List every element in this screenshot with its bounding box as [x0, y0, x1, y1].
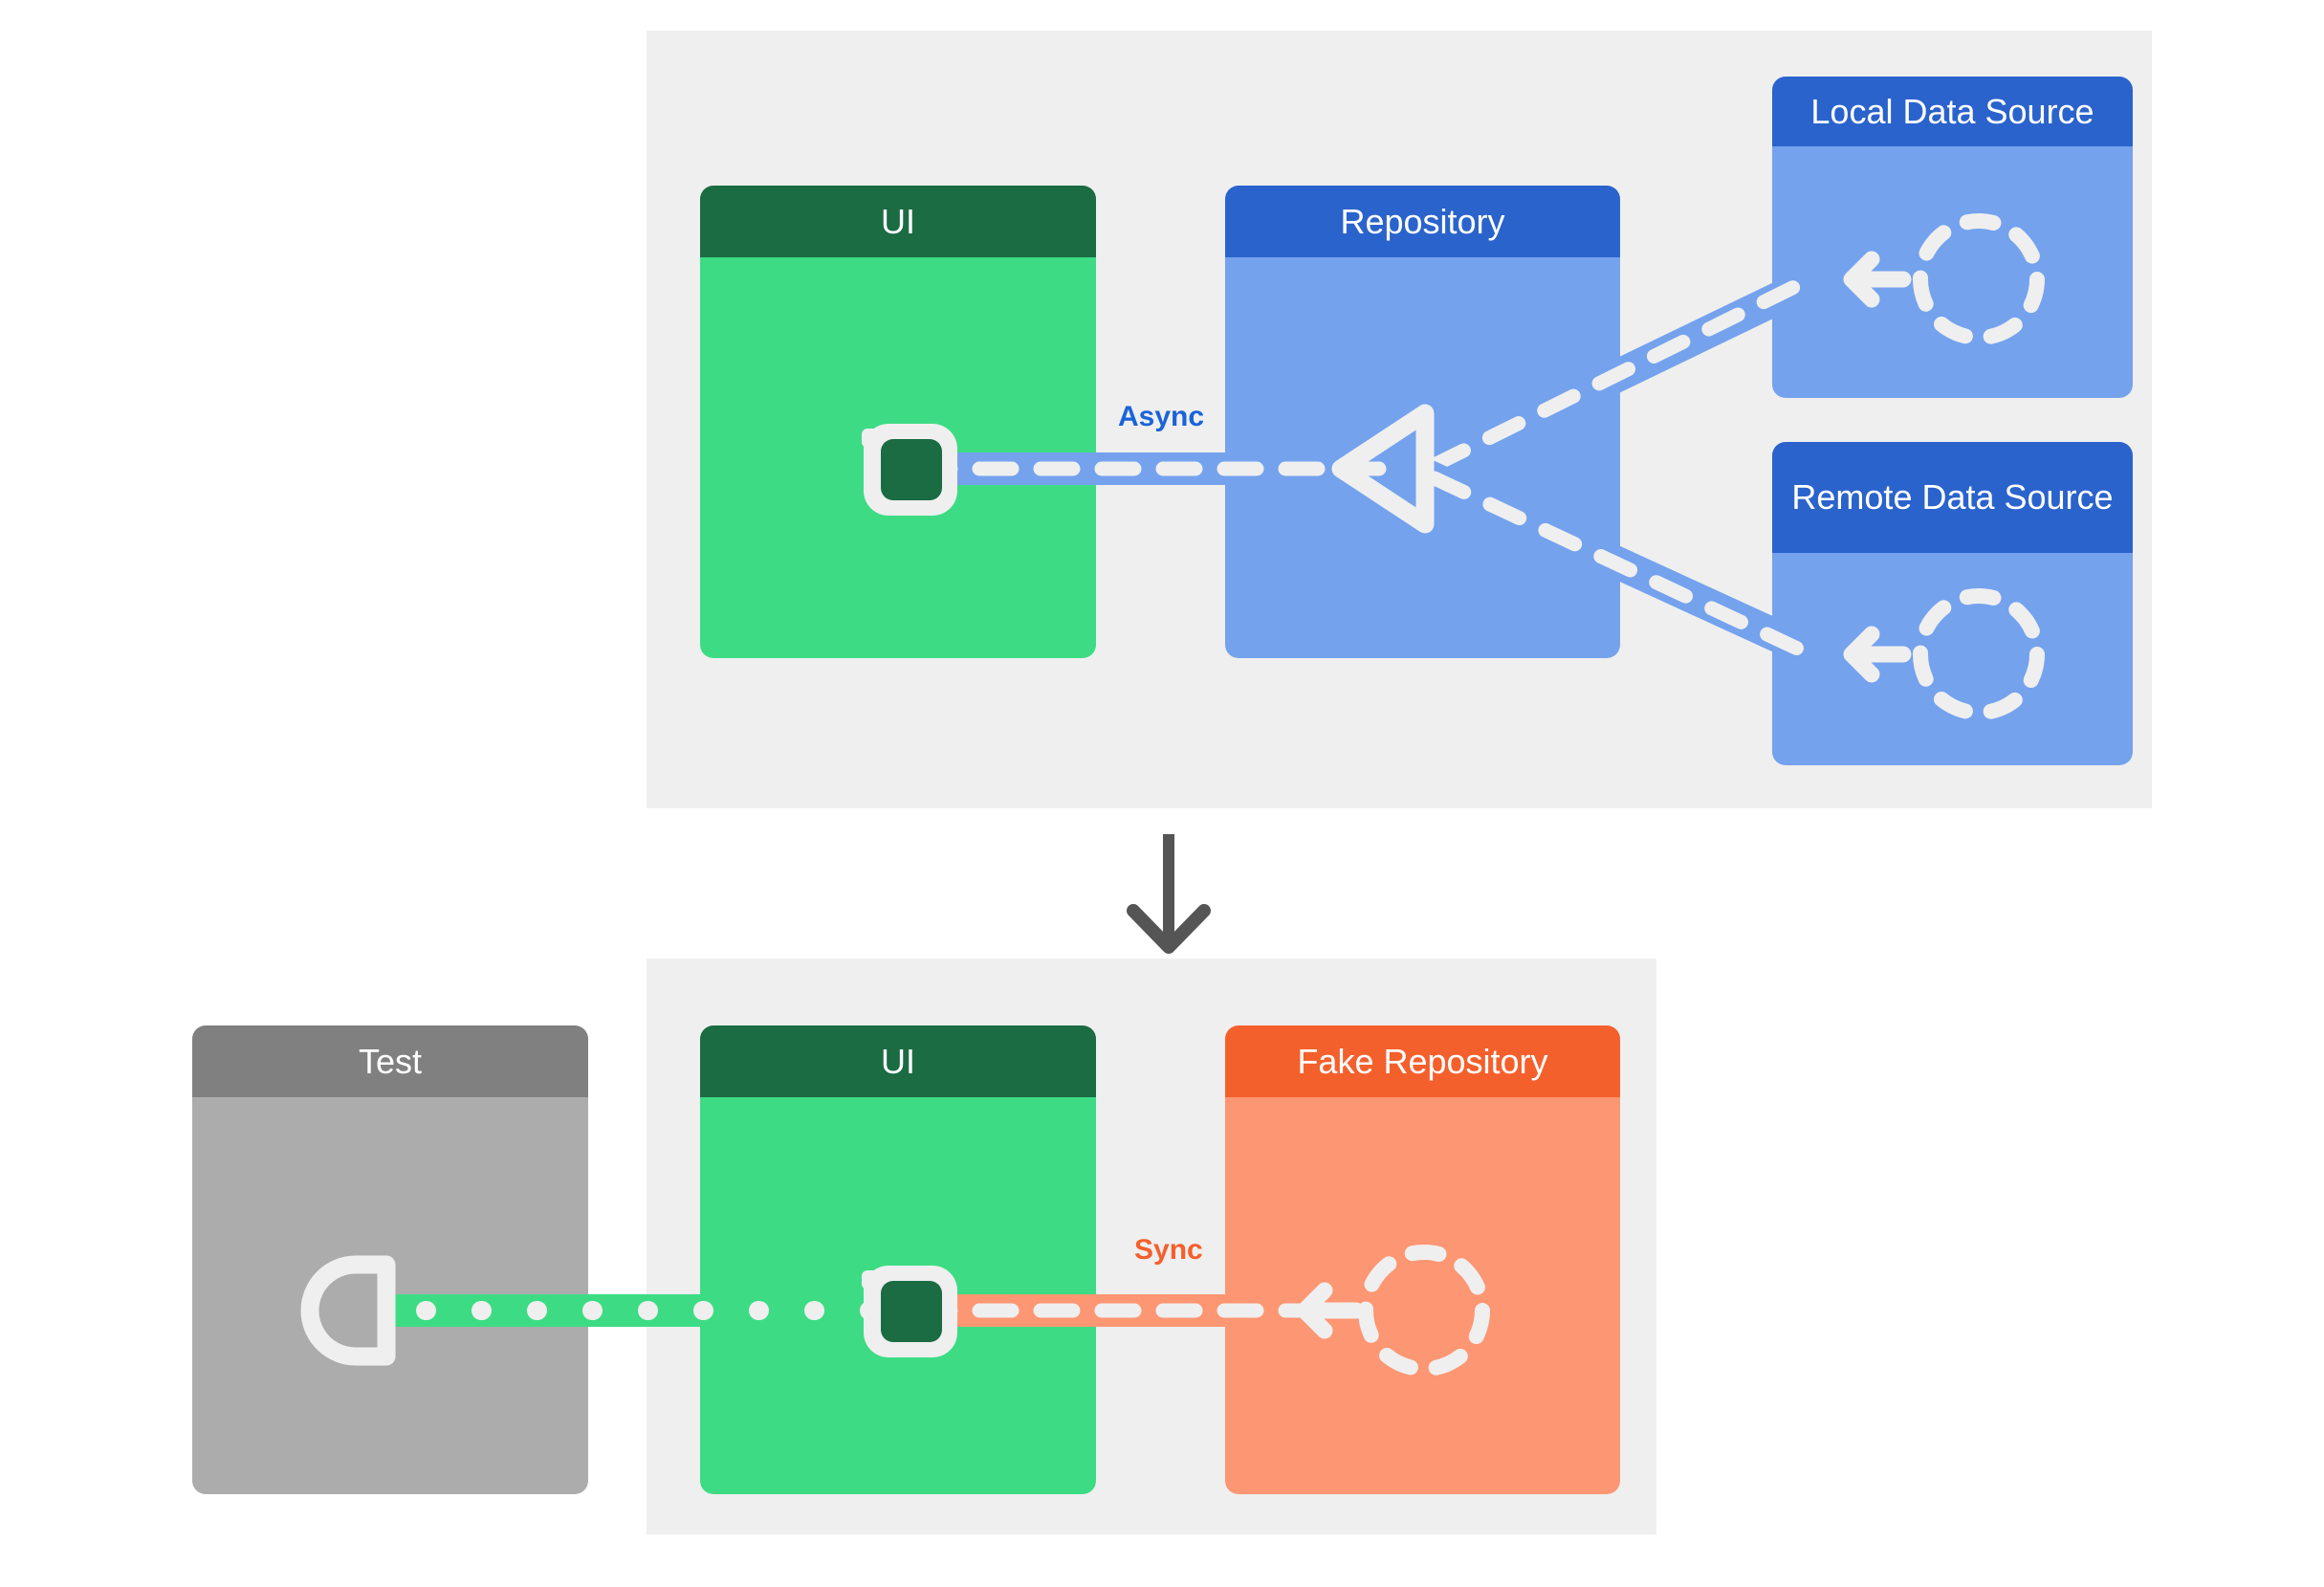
card-title: Local Data Source: [1772, 77, 2133, 146]
card-body: [192, 1097, 588, 1494]
card-title: Test: [192, 1025, 588, 1097]
card-title: Fake Repository: [1225, 1025, 1620, 1097]
card-ui-production[interactable]: UI: [700, 186, 1096, 658]
card-test[interactable]: Test: [192, 1025, 588, 1494]
card-ui-test[interactable]: UI: [700, 1025, 1096, 1494]
card-remote-data-source[interactable]: Remote Data Source: [1772, 442, 2133, 765]
card-body: [700, 1097, 1096, 1494]
card-fake-repository[interactable]: Fake Repository: [1225, 1025, 1620, 1494]
card-local-data-source[interactable]: Local Data Source: [1772, 77, 2133, 398]
card-body: [1225, 257, 1620, 658]
card-title: UI: [700, 1025, 1096, 1097]
connector-label-async: Async: [1112, 399, 1211, 435]
down-arrow-icon: [1127, 834, 1211, 954]
card-body: [1772, 146, 2133, 398]
connector-label-sync: Sync: [1129, 1232, 1209, 1268]
card-title: Remote Data Source: [1772, 442, 2133, 553]
card-repository[interactable]: Repository: [1225, 186, 1620, 658]
card-title: UI: [700, 186, 1096, 257]
card-body: [1772, 553, 2133, 765]
card-body: [1225, 1097, 1620, 1494]
card-title: Repository: [1225, 186, 1620, 257]
card-body: [700, 257, 1096, 658]
